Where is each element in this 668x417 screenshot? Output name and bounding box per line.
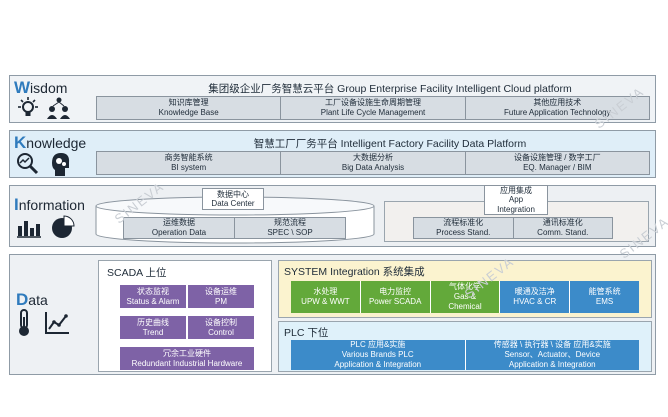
wisdom-title: 集团级企业厂务智慧云平台 Group Enterprise Facility I… (208, 83, 572, 95)
line-chart-icon (45, 312, 69, 334)
plc-title: PLC 下位 (284, 327, 329, 339)
knowledge-layer-name: Knowledge (14, 133, 87, 152)
magnifier-chart-icon (17, 153, 39, 175)
wisdom-layer: Wisdom 集团级企业厂务智慧云平台 Group Enterprise Fac… (9, 75, 656, 123)
knowledge-layer: Knowledge 智慧工厂厂务平台 Intelligent Factory F… (9, 130, 656, 178)
bar-chart-icon (17, 221, 41, 238)
people-network-icon (47, 97, 70, 119)
app-integration-label: 应用集成 App Integration (484, 185, 548, 215)
lightbulb-icon (18, 97, 38, 116)
pie-chart-icon (52, 215, 75, 238)
knowledge-title: 智慧工厂厂务平台 Intelligent Factory Facility Da… (253, 138, 527, 150)
scada-title: SCADA 上位 (107, 267, 167, 279)
data-layer-name: Data (16, 290, 48, 309)
head-gears-icon (52, 153, 70, 176)
thermometer-icon (19, 309, 29, 336)
system-integration-title: SYSTEM Integration 系统集成 (284, 266, 425, 278)
information-layer-name: Information (14, 195, 85, 214)
wisdom-layer-name: Wisdom (14, 78, 68, 97)
